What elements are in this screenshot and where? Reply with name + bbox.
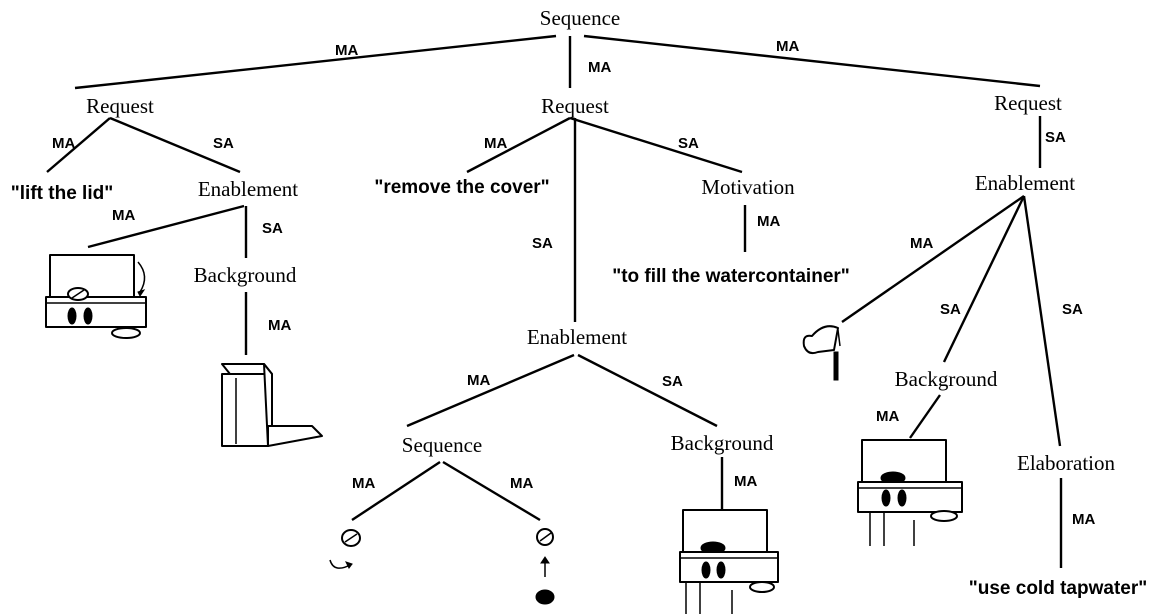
edge-root-request-right: [583, 34, 1041, 88]
edge-enablement-left-coffeemaker: [87, 204, 245, 249]
relation-label: MA: [52, 135, 75, 152]
relation-label: SA: [678, 135, 699, 152]
edge-enablement-right-elaboration: [1022, 195, 1062, 447]
quote-lift-the-lid: "lift the lid": [11, 183, 113, 204]
relation-label: MA: [467, 372, 490, 389]
node-request-left: Request: [86, 94, 154, 118]
node-enablement-mid: Enablement: [527, 325, 627, 349]
jug-pour-icon: [802, 325, 841, 381]
relation-label: MA: [352, 475, 375, 492]
edge-request-mid-motivation: [569, 116, 743, 174]
relation-label: MA: [588, 59, 611, 76]
tree-edges: [46, 34, 1063, 568]
edge-sequence-mid-right: [442, 460, 541, 522]
relation-label: MA: [484, 135, 507, 152]
relation-label: MA: [776, 38, 799, 55]
quote-to-fill-the-watercontainer: "to fill the watercontainer": [612, 266, 850, 287]
node-root-sequence: Sequence: [540, 6, 620, 30]
relation-label: MA: [510, 475, 533, 492]
coffeemaker-background-right-icon: [857, 439, 963, 546]
lid-rotate-icon: [329, 529, 361, 569]
edge-request-mid-quote: [466, 116, 571, 174]
node-request-mid: Request: [541, 94, 609, 118]
relation-label: MA: [335, 42, 358, 59]
relation-label: MA: [112, 207, 135, 224]
node-sequence-mid: Sequence: [402, 433, 482, 457]
node-background-left: Background: [194, 263, 297, 287]
relation-label: SA: [213, 135, 234, 152]
lid-lift-icon: [535, 528, 555, 605]
relation-label: MA: [876, 408, 899, 425]
node-background-mid: Background: [671, 431, 774, 455]
relation-label: SA: [1062, 301, 1083, 318]
relation-label: MA: [757, 213, 780, 230]
quote-use-cold-tapwater: "use cold tapwater": [969, 578, 1148, 599]
edge-request-left-quote: [46, 117, 111, 173]
node-enablement-left: Enablement: [198, 177, 298, 201]
node-motivation: Motivation: [701, 175, 795, 199]
relation-label: SA: [262, 220, 283, 237]
edge-request-left-enablement: [109, 116, 241, 174]
relation-label: MA: [268, 317, 291, 334]
container-background-icon: [221, 363, 323, 447]
coffeemaker-lift-lid-icon: [45, 254, 147, 339]
node-elaboration: Elaboration: [1017, 451, 1115, 475]
relation-label: SA: [532, 235, 553, 252]
edge-enablement-right-jug: [841, 195, 1025, 323]
tree-nodes: Sequence Request Request Request "lift t…: [11, 6, 1147, 599]
relation-label: SA: [1045, 129, 1066, 146]
node-enablement-right: Enablement: [975, 171, 1075, 195]
relation-label: SA: [662, 373, 683, 390]
edge-enablement-mid-sequence: [406, 353, 575, 428]
relation-labels: MA MA MA MA SA MA SA MA MA SA MA SA MA S…: [52, 38, 1095, 528]
edge-enablement-right-background: [942, 195, 1026, 363]
relation-label: MA: [1072, 511, 1095, 528]
edge-sequence-mid-left: [351, 460, 441, 522]
coffeemaker-background-mid-icon: [679, 509, 779, 614]
relation-label: SA: [940, 301, 961, 318]
edge-enablement-mid-background: [577, 353, 718, 428]
edge-background-right-picture: [909, 394, 941, 439]
relation-label: MA: [910, 235, 933, 252]
node-request-right: Request: [994, 91, 1062, 115]
node-background-right: Background: [895, 367, 998, 391]
edge-root-request-left: [74, 34, 557, 90]
relation-label: MA: [734, 473, 757, 490]
quote-remove-the-cover: "remove the cover": [374, 177, 549, 198]
